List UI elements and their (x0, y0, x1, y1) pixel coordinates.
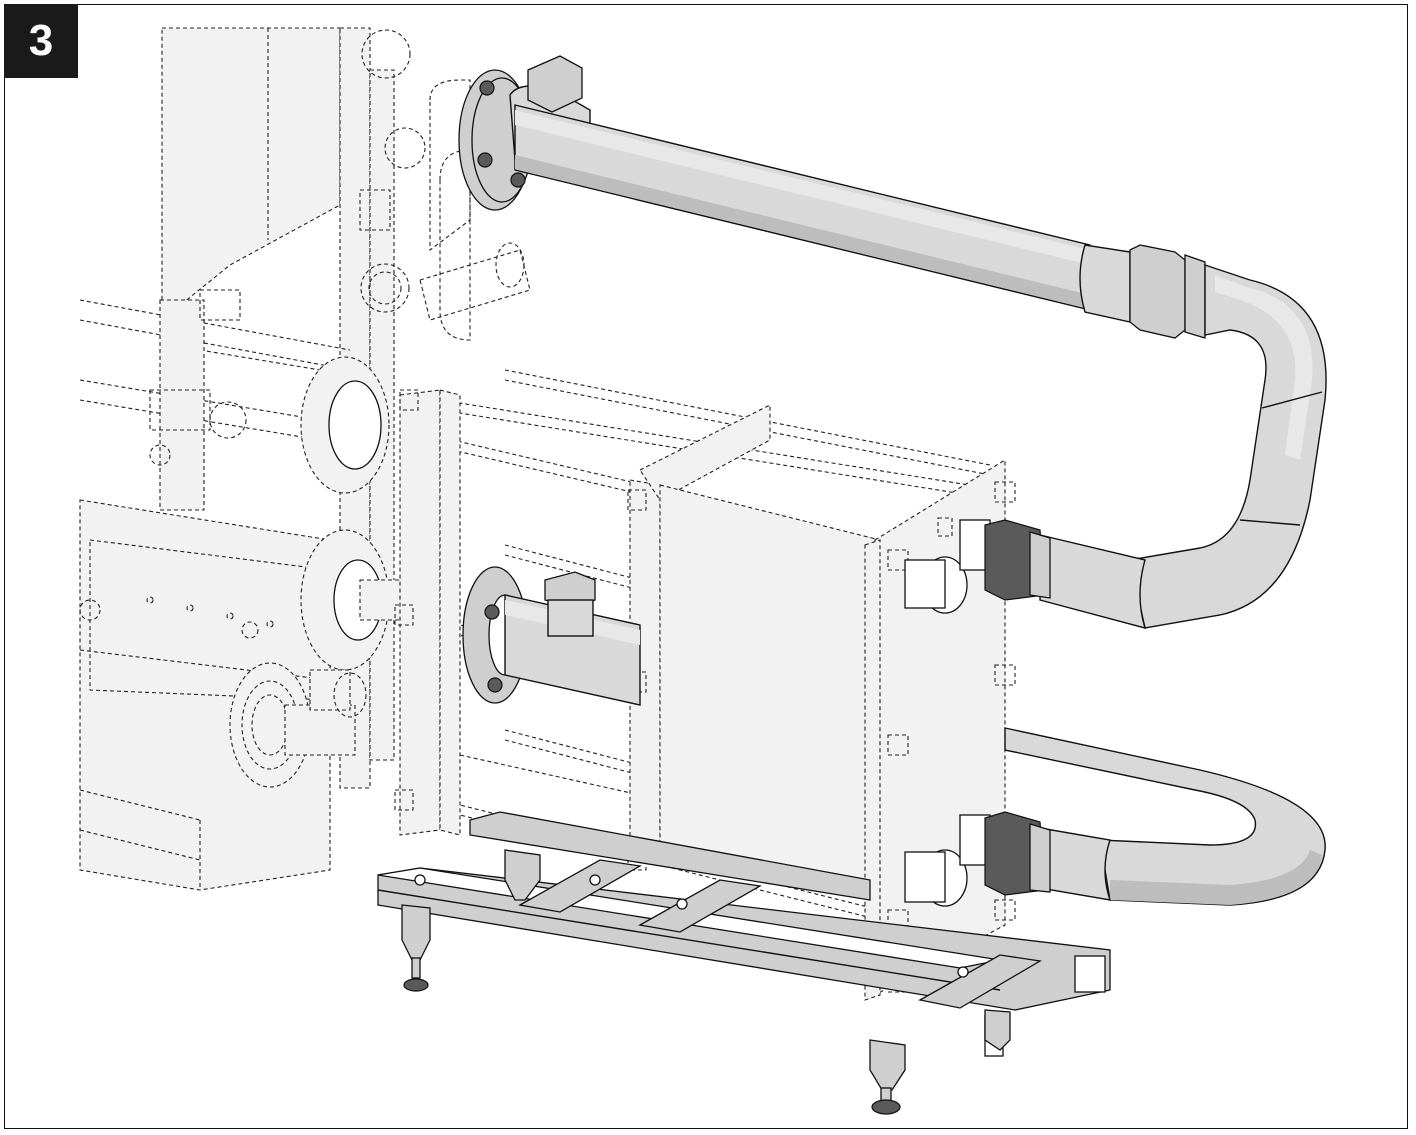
plate-heat-exchanger (394, 369, 1016, 1001)
step-number-badge: 3 (4, 4, 78, 78)
upper-pipe-loop (458, 55, 1327, 630)
lower-pipe-loop (984, 727, 1326, 906)
existing-equipment-dashed (79, 27, 531, 891)
inlet-flange-pipe (462, 566, 641, 706)
support-frame (377, 811, 1111, 1115)
